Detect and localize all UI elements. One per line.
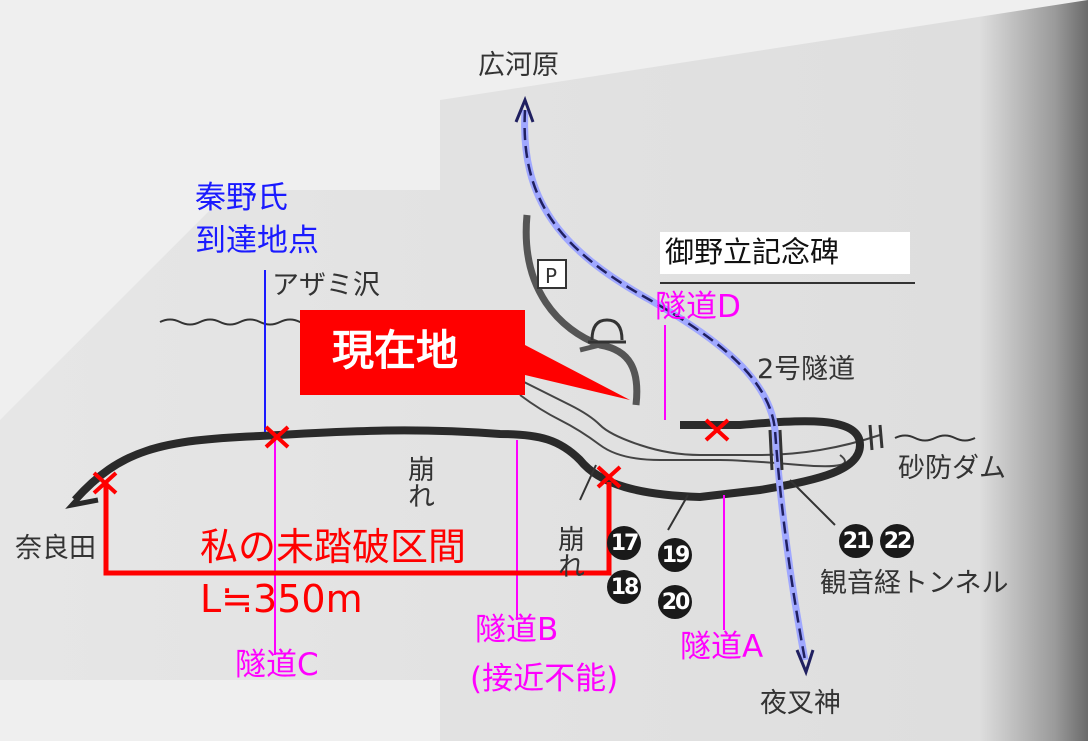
tunnel-b-note: (接近不能) xyxy=(470,661,619,697)
marker-leader xyxy=(579,464,836,531)
place-kuzure: 崩れ xyxy=(403,455,434,509)
marker-20: 20 xyxy=(658,585,692,619)
dam-mark xyxy=(768,424,884,471)
parking-label: P xyxy=(545,264,557,288)
marker-17: 17 xyxy=(607,526,641,560)
arrow-north xyxy=(514,95,535,123)
place-yashajin: 夜叉神 xyxy=(760,688,841,719)
cross-markers xyxy=(92,418,730,495)
main-river xyxy=(519,379,881,457)
hatano-label-line1: 秦野氏 xyxy=(195,180,288,216)
goyadachi-label-bg xyxy=(660,232,910,274)
p-connector xyxy=(579,342,601,353)
place-hirogawara: 広河原 xyxy=(478,50,559,81)
untraveled-length: L≒350m xyxy=(200,577,363,621)
current-location-label: 現在地 xyxy=(332,326,459,375)
marker-19: 19 xyxy=(658,538,692,572)
place-sabo-dam: 砂防ダム xyxy=(898,453,1006,484)
current-location-callout xyxy=(300,310,630,400)
parking-icon xyxy=(537,259,567,289)
tunnel-a-label: 隧道A xyxy=(680,629,764,665)
place-narada: 奈良田 xyxy=(15,533,96,564)
tunnel-leaders xyxy=(274,325,725,655)
memorial-icon xyxy=(588,318,626,344)
tunnel-c-label: 隧道C xyxy=(235,647,319,683)
place-tunnel2: 2号隧道 xyxy=(757,354,856,385)
old-road xyxy=(72,417,865,503)
tunnel-b-label: 隧道B xyxy=(475,612,559,648)
tunnel-d-label: 隧道D xyxy=(655,289,741,325)
place-kuzure: 崩れ xyxy=(553,525,584,579)
marker-21: 21 xyxy=(839,524,873,558)
place-goyadachi: 御野立記念碑 xyxy=(665,235,840,269)
cross-icon xyxy=(264,425,290,449)
cross-icon xyxy=(596,465,622,489)
untraveled-bracket xyxy=(103,482,612,576)
arrow-south xyxy=(795,649,815,677)
new-road-dash xyxy=(523,109,807,661)
cross-icon xyxy=(92,471,118,495)
marker-22: 22 xyxy=(880,524,914,558)
place-azami-sawa: アザミ沢 xyxy=(272,270,380,301)
hatano-label-line2: 到達地点 xyxy=(195,223,319,259)
place-kannonkyo: 観音経トンネル xyxy=(820,568,1009,599)
main-river-2 xyxy=(519,394,846,468)
cross-icon xyxy=(704,418,730,442)
road-arrow xyxy=(65,483,99,509)
untraveled-section-label: 私の未踏破区間 xyxy=(200,525,467,569)
marker-18: 18 xyxy=(607,570,641,604)
dam-river xyxy=(894,434,976,442)
